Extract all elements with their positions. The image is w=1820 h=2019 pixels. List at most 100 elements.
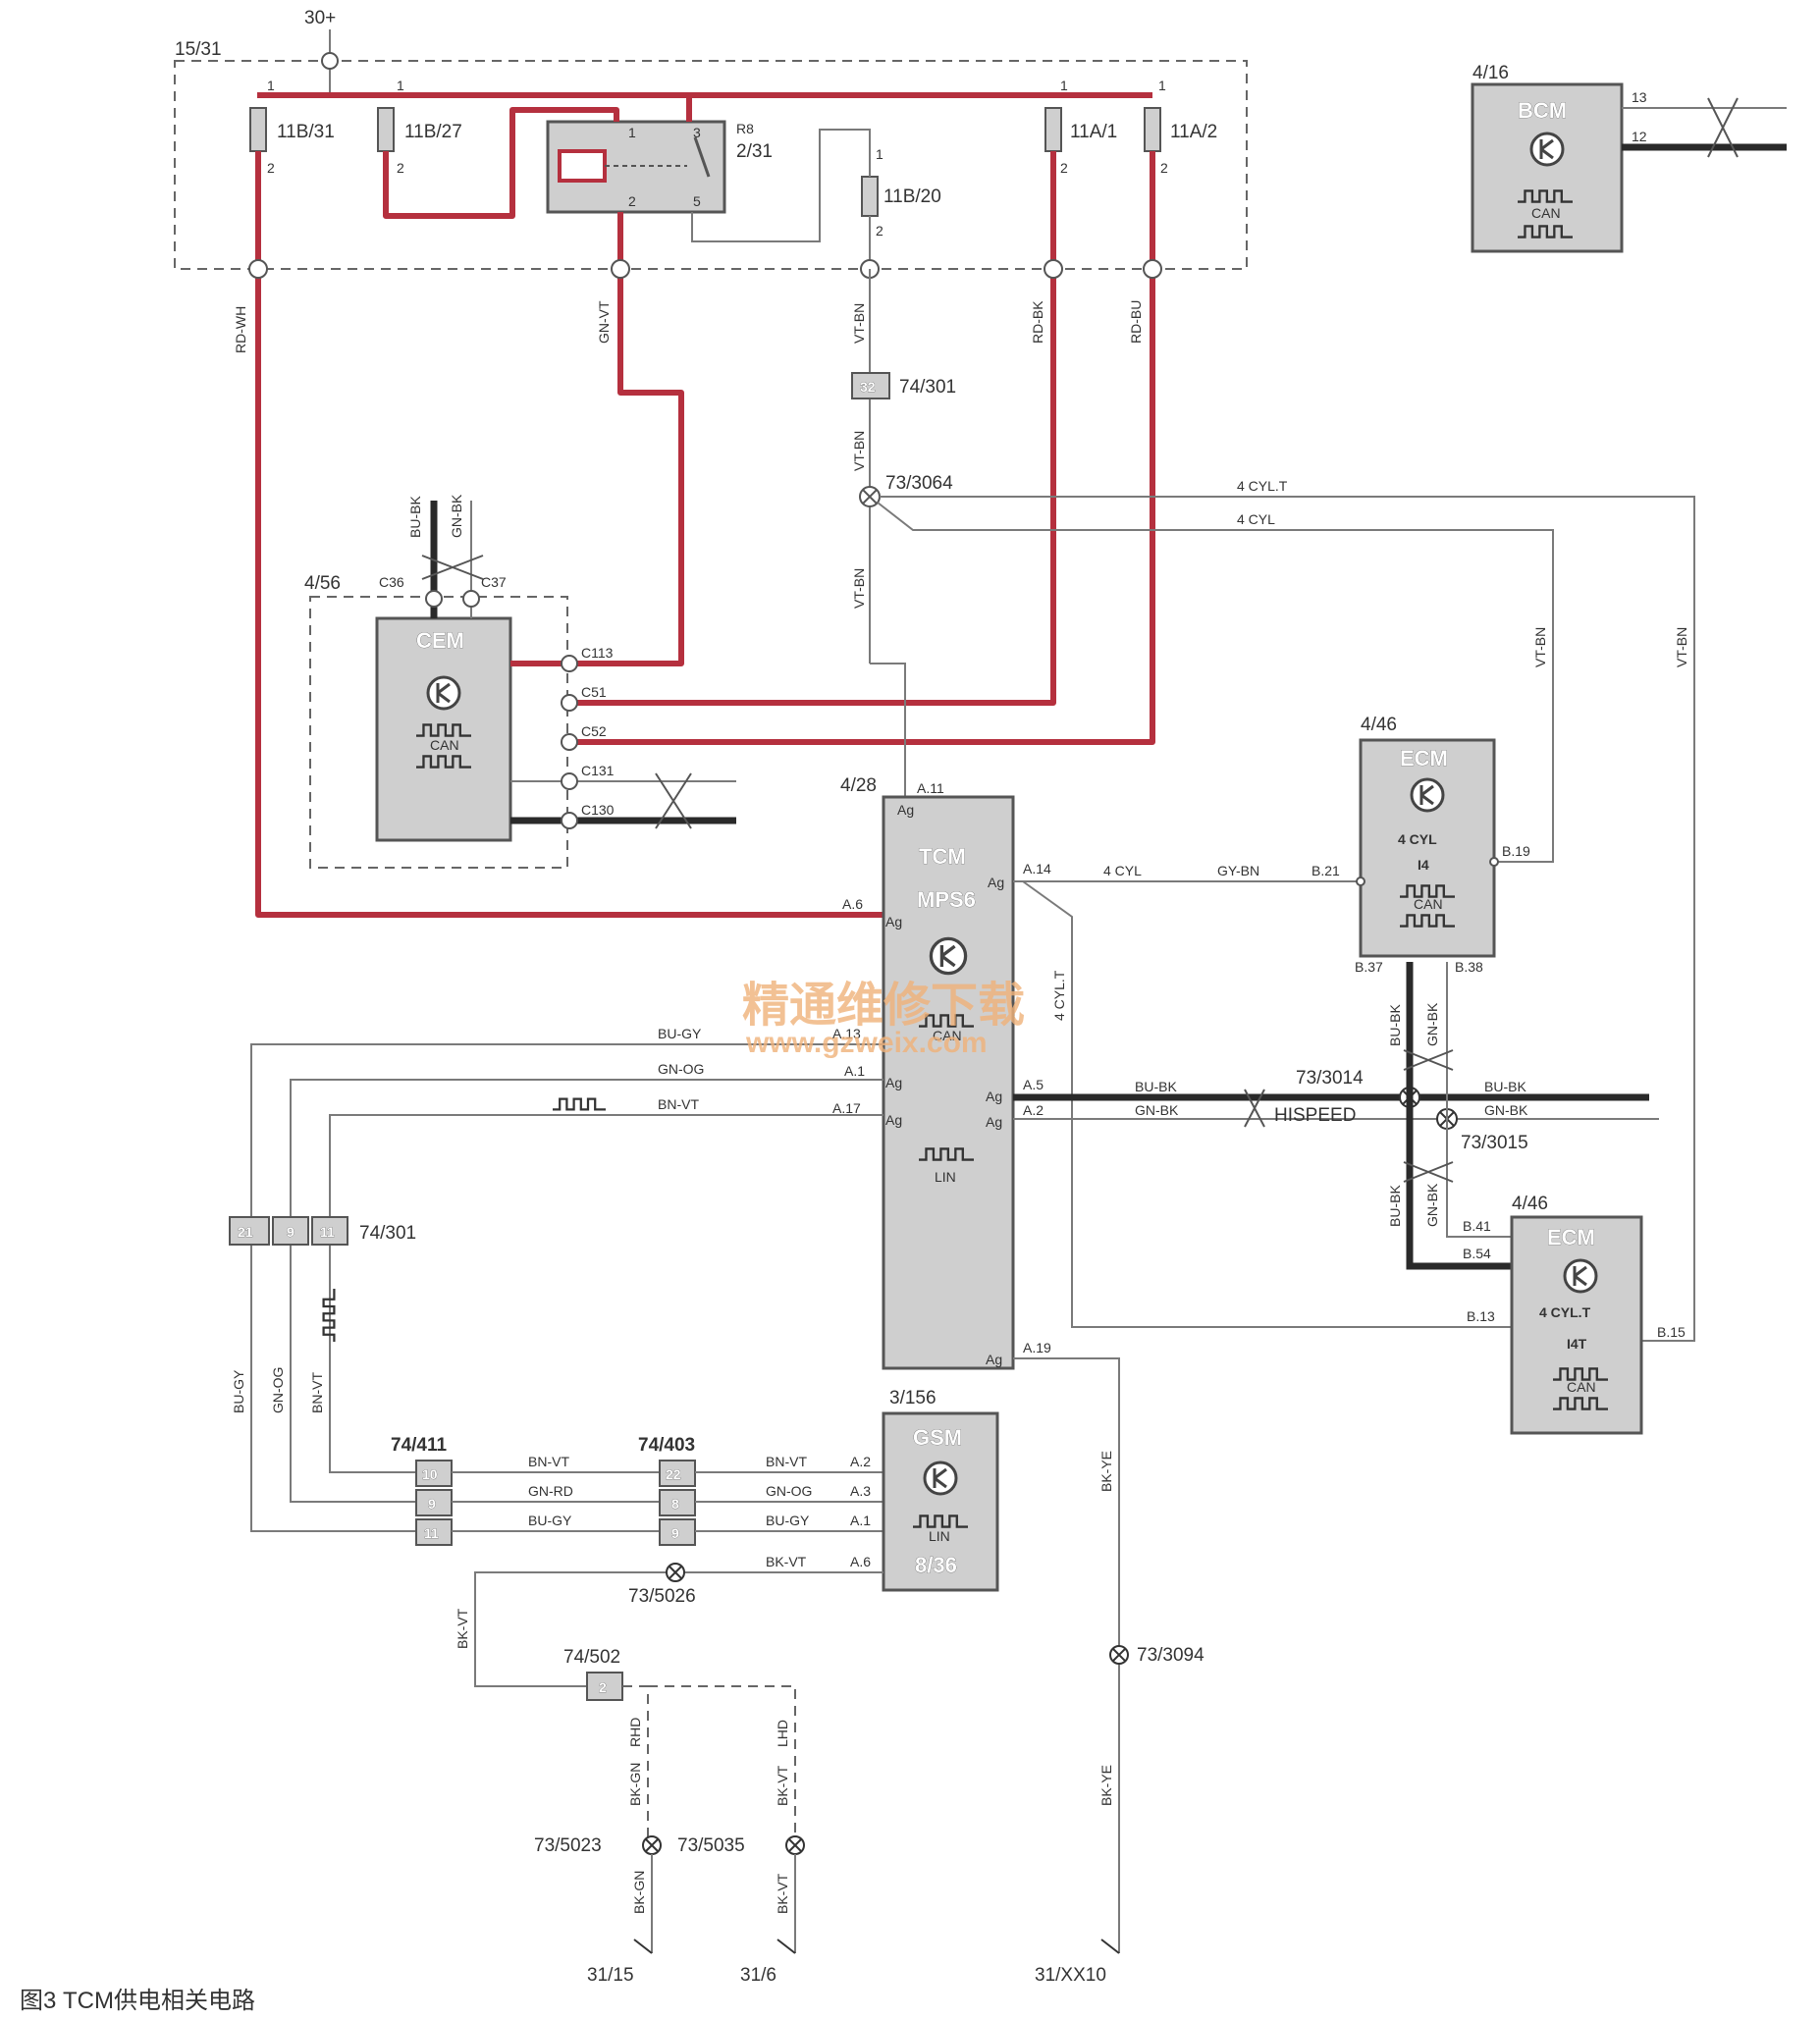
label-vtbn-3: VT-BN (851, 568, 867, 609)
figure-caption: 图3 TCM供电相关电路 (20, 1988, 255, 2014)
bcm-k-icon (1529, 132, 1565, 167)
label-gnbk-v2: GN-BK (1424, 1183, 1440, 1227)
label-bkvt-2: BK-VT (775, 1873, 790, 1914)
ground-31-xx10-label: 31/XX10 (1035, 1965, 1106, 1986)
label-4cyl-a14: 4 CYL (1103, 863, 1142, 878)
svg-text:2: 2 (876, 223, 883, 239)
svg-text:GSM: GSM (913, 1425, 962, 1450)
svg-text:CAN: CAN (430, 737, 459, 753)
connector-74-301-top: 32 74/301 (851, 372, 956, 399)
label-bubk-h: BU-BK (1135, 1079, 1177, 1094)
label-bkgn-2: BK-GN (631, 1871, 647, 1914)
label-gnbk-v1: GN-BK (1424, 1002, 1440, 1046)
svg-text:3: 3 (693, 125, 701, 140)
battery-terminal (321, 52, 339, 70)
label-bubk-v1: BU-BK (1387, 1004, 1403, 1046)
svg-text:74/502: 74/502 (563, 1647, 620, 1668)
svg-text:A.3: A.3 (850, 1483, 871, 1499)
svg-text:B.21: B.21 (1311, 863, 1340, 878)
svg-text:9: 9 (428, 1496, 436, 1512)
label-gnbk-h: GN-BK (1135, 1102, 1179, 1118)
label-bubk-v2: BU-BK (1387, 1185, 1403, 1227)
module-ecm-4cyl: 4/46 ECM 4 CYL I4 CAN B.21 B.19 B.37 B.3… (1311, 715, 1530, 975)
svg-text:74/301: 74/301 (359, 1223, 416, 1244)
svg-text:A.11: A.11 (917, 780, 944, 796)
svg-text:73/3015: 73/3015 (1461, 1133, 1528, 1153)
svg-text:8/36: 8/36 (915, 1553, 957, 1577)
wire-11a2-rdbu (569, 151, 1155, 745)
svg-text:5: 5 (693, 193, 701, 209)
wire-lhd (648, 1685, 796, 1845)
ground-31-6-icon (776, 1939, 796, 1954)
watermark-url: www.gzweix.com (745, 1027, 988, 1059)
bcm-pin-13: 13 (1632, 89, 1647, 105)
label-bnvt-top: BN-VT (658, 1096, 699, 1112)
svg-text:C52: C52 (581, 723, 607, 739)
connector-74-502: 2 74/502 (563, 1647, 623, 1701)
box-exit-pins (248, 259, 1162, 279)
label-bkye-1: BK-YE (1098, 1451, 1114, 1492)
label-gybn: GY-BN (1217, 863, 1259, 878)
svg-text:Ag: Ag (885, 1112, 902, 1128)
tcm-k-icon (929, 936, 968, 976)
cem-can-twist-icon (655, 772, 692, 829)
label-4cylt: 4 CYL.T (1237, 478, 1288, 494)
ecm-can-twist-bottom-icon (1403, 1161, 1454, 1183)
wire-4cylt (880, 496, 1695, 1342)
svg-text:B.13: B.13 (1467, 1308, 1495, 1324)
gsm-k-icon (923, 1461, 958, 1496)
svg-text:CAN: CAN (1414, 896, 1443, 912)
svg-text:I4T: I4T (1567, 1336, 1587, 1352)
svg-text:C131: C131 (581, 763, 615, 778)
label-bkye-2: BK-YE (1098, 1765, 1114, 1806)
label-gnog-v: GN-OG (270, 1367, 286, 1413)
svg-text:10: 10 (422, 1466, 438, 1482)
label-4cylt-vertical: 4 CYL.T (1051, 970, 1067, 1021)
svg-text:A.17: A.17 (832, 1100, 861, 1116)
svg-text:CAN: CAN (1531, 205, 1561, 221)
wire-tcm-a19-bkye (1013, 1357, 1120, 1953)
svg-text:B.54: B.54 (1463, 1246, 1491, 1261)
svg-text:4/28: 4/28 (840, 775, 877, 796)
svg-text:I4: I4 (1418, 857, 1429, 873)
module-ecm-4cylt: 4/46 ECM 4 CYL.T I4T CAN B.41 B.54 B.13 … (1463, 1194, 1686, 1435)
wire-relay-2-gnvt (516, 212, 684, 666)
wire-4cyl (877, 502, 1554, 863)
wire-tcm-4cylt (1022, 880, 1520, 1328)
label-bkvt-gsm: BK-VT (766, 1554, 807, 1569)
connector-74-403: 22 8 9 74/403 (638, 1435, 696, 1546)
splice-73-5023: 73/5023 (534, 1835, 662, 1856)
label-bkgn-1: BK-GN (627, 1763, 643, 1806)
svg-text:A.2: A.2 (1023, 1102, 1044, 1118)
svg-text:B.41: B.41 (1463, 1218, 1491, 1234)
label-vtbn-1: VT-BN (851, 303, 867, 344)
svg-text:B.15: B.15 (1657, 1324, 1686, 1340)
ground-31-15-label: 31/15 (587, 1965, 634, 1986)
cem-outline (309, 596, 568, 869)
splice-73-5026: 73/5026 (628, 1563, 696, 1607)
fuse-11b31: 1 2 11B/31 (249, 78, 335, 176)
svg-text:C51: C51 (581, 684, 607, 700)
label-bugy-v: BU-GY (231, 1369, 246, 1413)
wire-11a1-rdbk (569, 151, 1056, 706)
svg-text:A.13: A.13 (832, 1026, 861, 1041)
wire-11b27-relay (383, 107, 619, 219)
svg-text:LIN: LIN (935, 1169, 956, 1185)
svg-text:11B/31: 11B/31 (277, 122, 335, 142)
svg-text:Ag: Ag (986, 1114, 1002, 1130)
svg-text:73/3014: 73/3014 (1296, 1068, 1364, 1089)
svg-text:C130: C130 (581, 802, 615, 818)
svg-text:2: 2 (397, 160, 404, 176)
connector-74-301: 21 9 11 74/301 (229, 1216, 416, 1246)
svg-text:Ag: Ag (986, 1089, 1002, 1104)
svg-text:73/5035: 73/5035 (677, 1835, 745, 1856)
svg-text:4/46: 4/46 (1512, 1194, 1548, 1214)
svg-text:11A/1: 11A/1 (1070, 122, 1117, 142)
svg-text:11: 11 (424, 1525, 439, 1541)
svg-text:4/56: 4/56 (304, 573, 341, 594)
ecm1-pin-b19 (1489, 857, 1499, 867)
label-bubk-right: BU-BK (1484, 1079, 1526, 1094)
wire-relay-5 (691, 129, 871, 242)
cem-pin-c36 (425, 590, 443, 608)
svg-text:2: 2 (628, 193, 636, 209)
